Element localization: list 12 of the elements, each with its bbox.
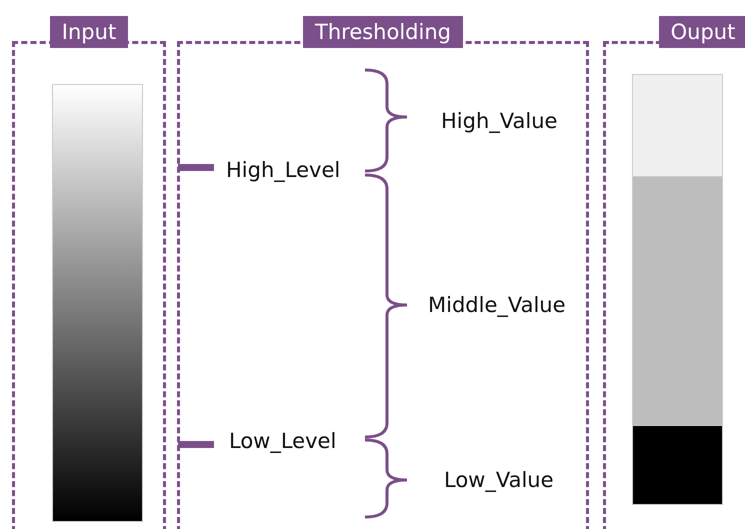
output-level-block — [632, 425, 723, 505]
level-label: Low_Level — [229, 428, 336, 454]
panel-title: Input — [50, 16, 128, 48]
output-level-block — [632, 176, 723, 427]
level-label: High_Level — [226, 157, 340, 183]
value-label: High_Value — [441, 108, 558, 134]
panel-title: Ouput — [658, 16, 745, 48]
gradient-bar — [52, 84, 143, 522]
output-level-block — [632, 74, 723, 178]
value-label: Low_Value — [444, 467, 554, 493]
value-label: Middle_Value — [428, 292, 566, 318]
panel-title: Thresholding — [303, 16, 463, 48]
